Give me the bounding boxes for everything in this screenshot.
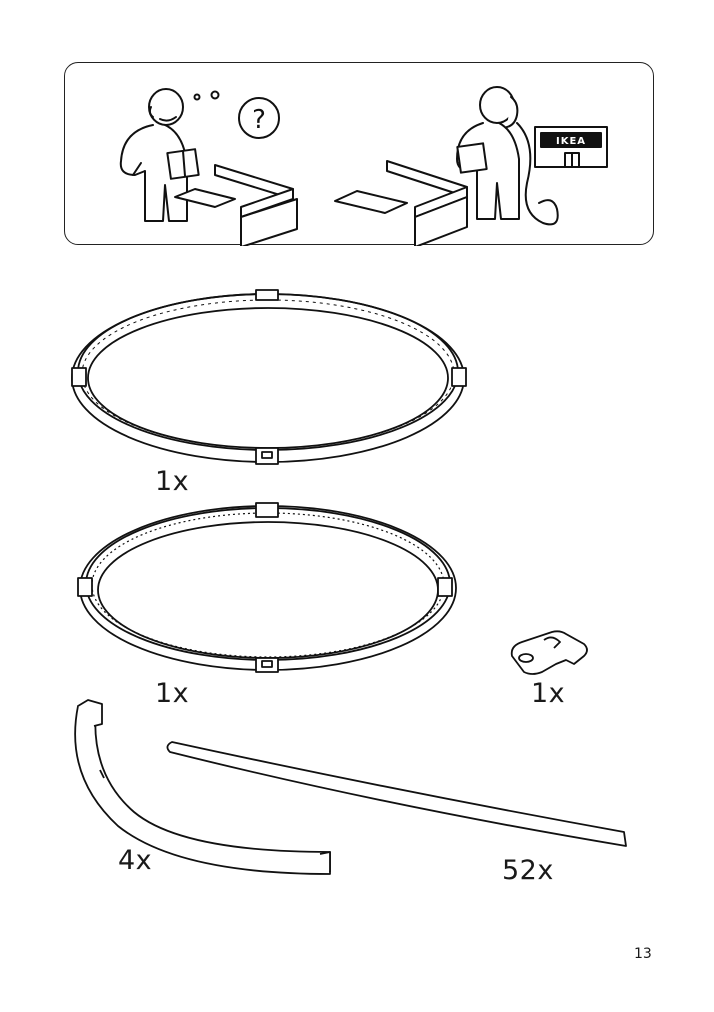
small-ring-part	[77, 502, 457, 673]
quantity-small-ring: 1x	[155, 678, 190, 709]
curved-support-part	[74, 699, 331, 875]
question-bubble-icon	[238, 97, 280, 139]
quantity-bracket: 1x	[531, 678, 566, 709]
large-ring-part	[71, 289, 467, 465]
quantity-thin-slat: 52x	[502, 855, 554, 886]
quantity-curved-support: 4x	[118, 845, 153, 876]
bracket-part	[510, 630, 588, 675]
thin-slat-part	[166, 741, 627, 847]
phoning-man-icon	[456, 86, 559, 226]
help-panel: ? IKEA	[64, 62, 654, 246]
store-sign: IKEA	[556, 136, 586, 147]
page-number: 13	[634, 946, 652, 962]
boards-icon	[174, 164, 298, 246]
quantity-large-ring: 1x	[155, 466, 190, 497]
help-illustration: ? IKEA	[119, 86, 608, 246]
question-mark: ?	[252, 105, 266, 135]
boards-icon-2	[334, 160, 468, 246]
ikea-store-icon	[534, 126, 608, 168]
